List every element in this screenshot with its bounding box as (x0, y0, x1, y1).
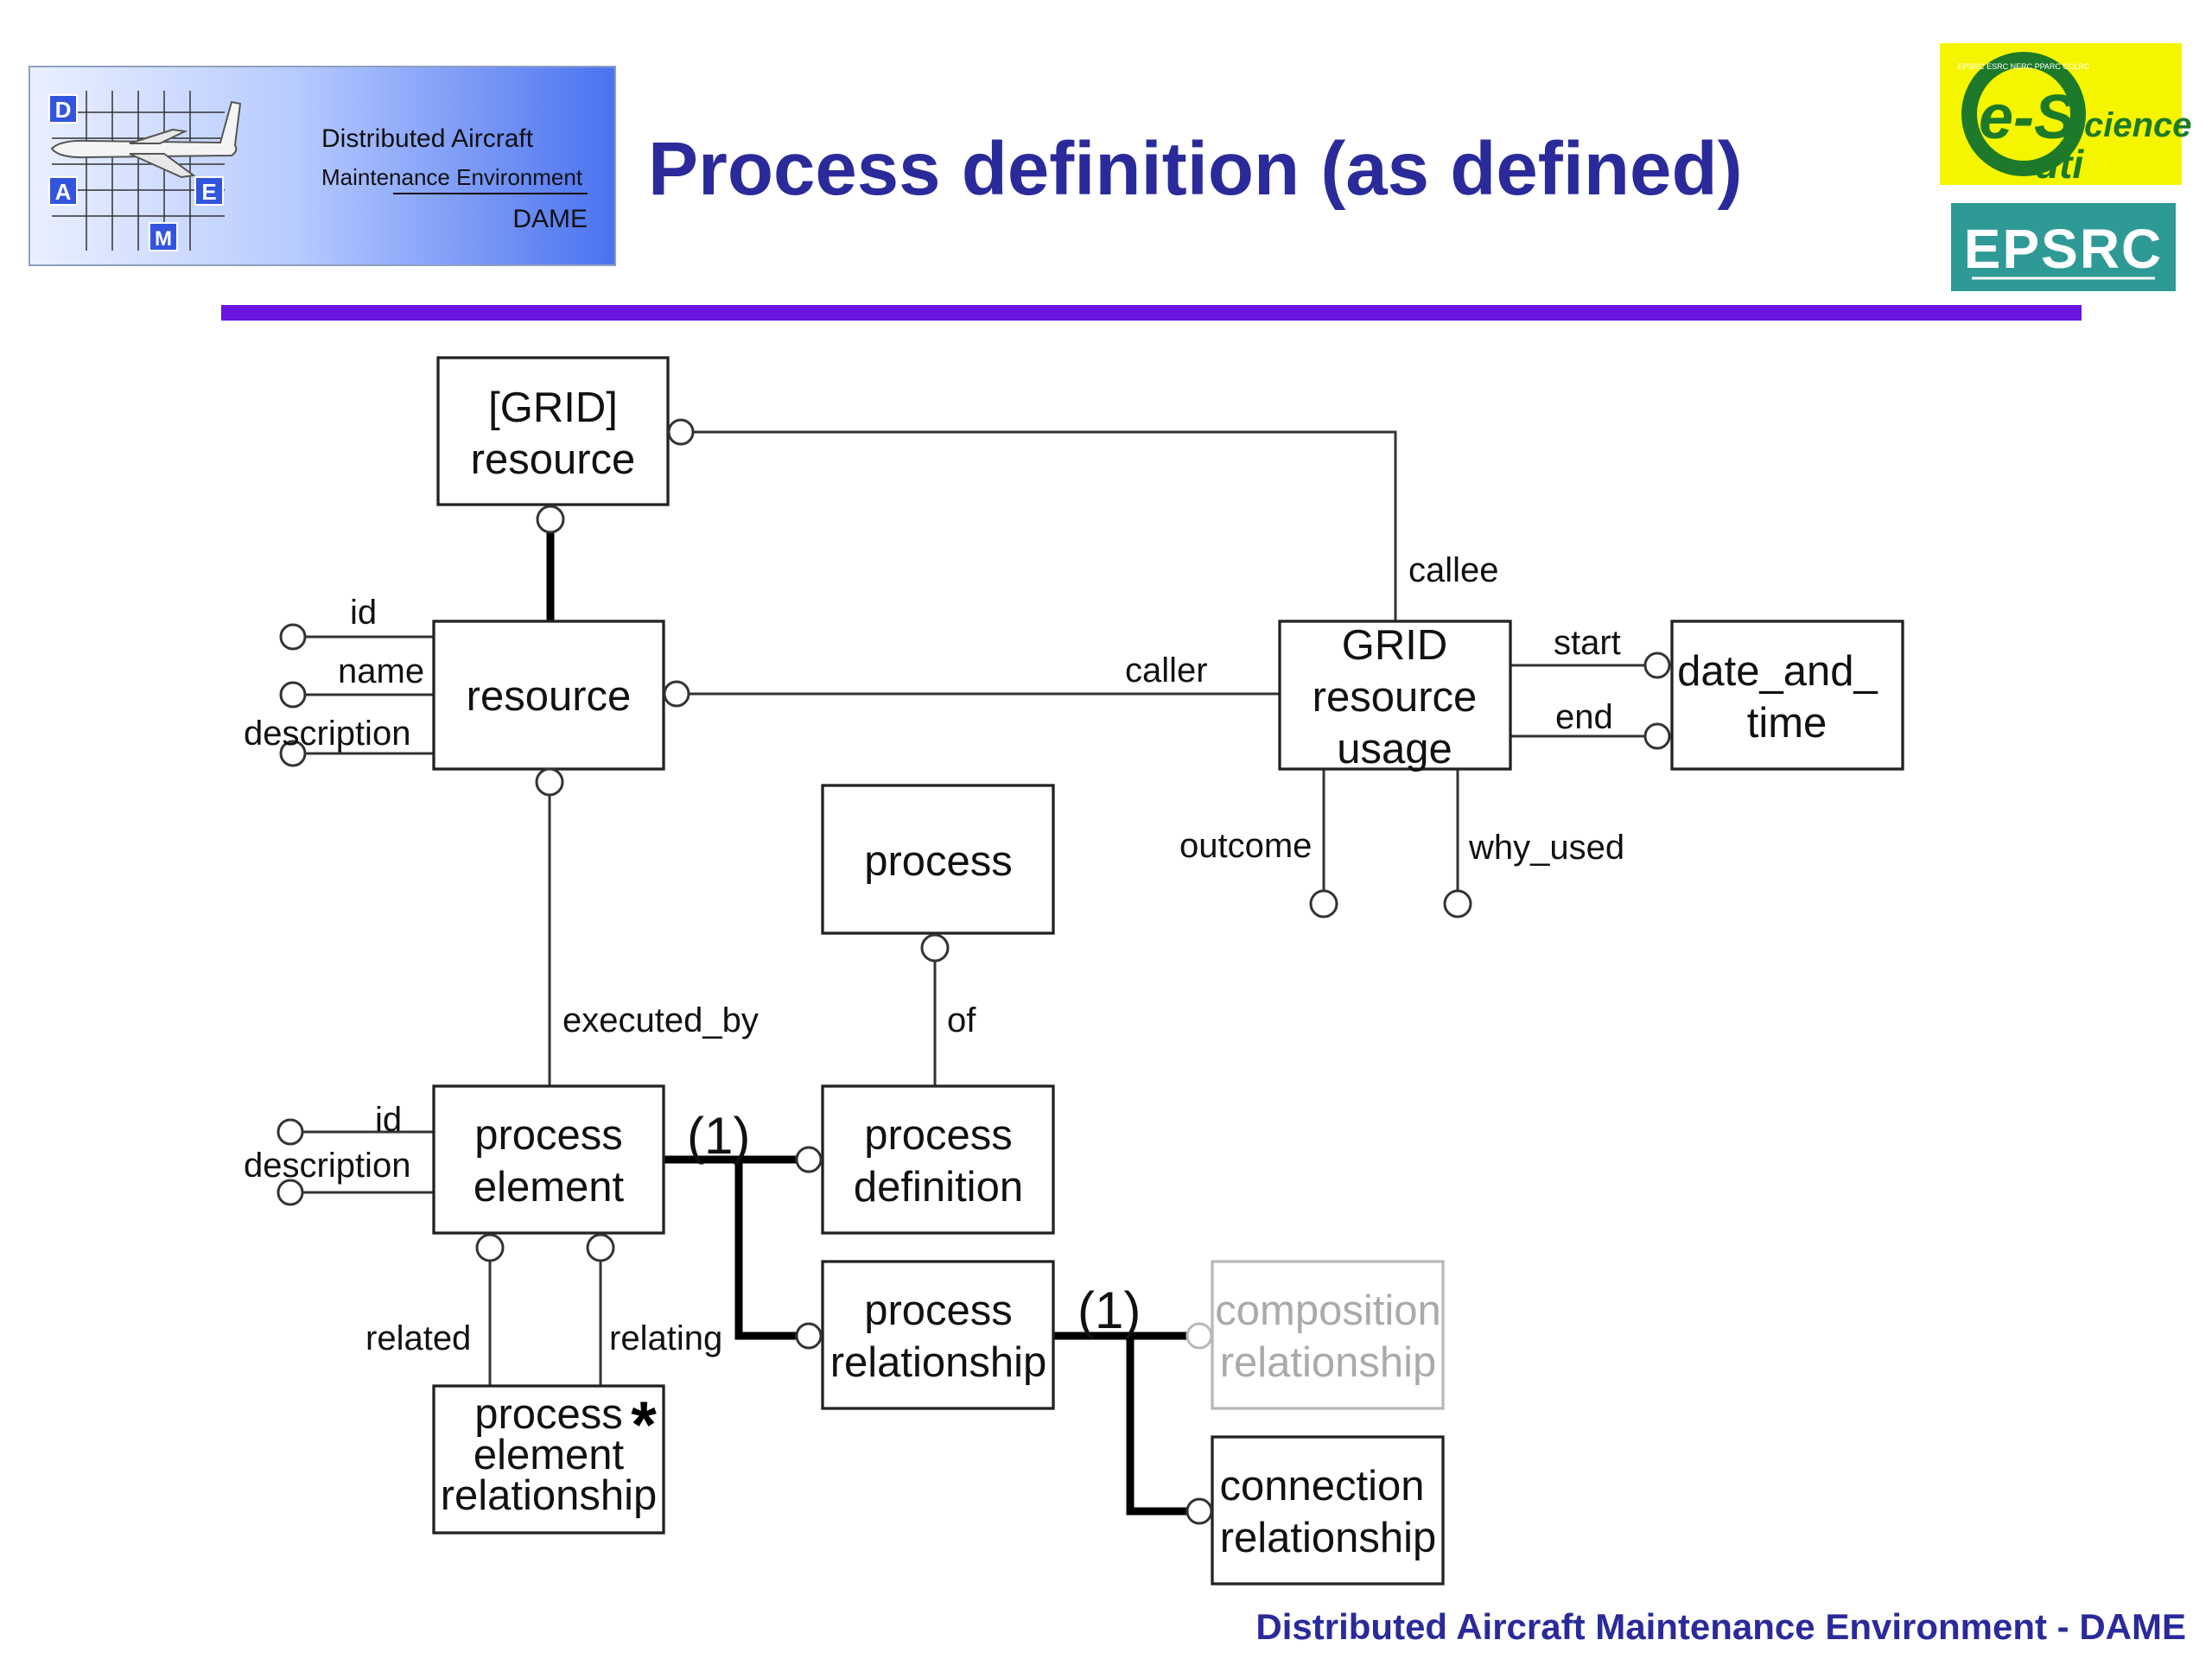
dame-letter-e: E (194, 176, 224, 206)
label-executed-by: executed_by (563, 1001, 759, 1039)
label-pe-description: description (244, 1147, 410, 1185)
svg-text:D: D (55, 97, 72, 123)
svg-text:E: E (201, 179, 216, 205)
label-resource-description: description (244, 715, 410, 753)
circle-composition-in (1185, 1322, 1213, 1350)
svg-text:date_and_: date_and_ (1677, 648, 1878, 695)
svg-text:resource: resource (471, 436, 636, 483)
circle-pe-related (475, 1233, 505, 1262)
svg-text:time: time (1747, 700, 1827, 747)
svg-text:process: process (474, 1391, 623, 1438)
label-of: of (947, 1001, 976, 1039)
label-end: end (1555, 698, 1613, 736)
svg-text:element: element (474, 1432, 625, 1478)
circle-process-relationship-in (795, 1322, 823, 1350)
svg-text:[GRID]: [GRID] (488, 385, 618, 431)
circle-usage-why-used (1443, 889, 1472, 918)
label-pe-id: id (375, 1101, 402, 1139)
epsrc-logo: EPSRC (1951, 203, 2176, 291)
relationship-labels: callee caller start end outcome why_used… (244, 551, 1624, 1357)
title-rule (221, 305, 2082, 321)
dame-grid-graphic (52, 91, 225, 251)
entity-process-relationship: process relationship (821, 1260, 1055, 1410)
dame-letter-d: D (48, 94, 78, 124)
label-resource-name: name (338, 652, 424, 690)
label-relating: relating (609, 1319, 722, 1357)
svg-text:process: process (474, 1112, 623, 1159)
circle-pe-id (276, 1118, 304, 1146)
entity-resource: resource (432, 620, 665, 771)
circle-resource-name (279, 681, 307, 709)
attribute-circles (276, 418, 1671, 1525)
escience-logo-big: e-S (1979, 83, 2075, 152)
svg-text:relationship: relationship (1220, 1515, 1437, 1561)
circle-process-definition-in (795, 1146, 823, 1173)
svg-text:A: A (55, 179, 72, 205)
circle-resource-description (279, 740, 307, 767)
svg-text:process: process (864, 1287, 1013, 1334)
entity-process-element: process element (432, 1084, 665, 1235)
circle-resource-id (279, 623, 307, 651)
dame-letter-a: A (48, 176, 78, 206)
circle-resource-executed-by (535, 767, 564, 797)
circle-usage-start (1643, 652, 1671, 679)
dame-logo-line3: DAME (512, 205, 588, 233)
circle-grid-resource-callee (667, 418, 695, 446)
svg-text:element: element (474, 1164, 625, 1211)
entity-connection-relationship: connection relationship (1211, 1435, 1445, 1586)
entity-process-definition: process definition (821, 1084, 1055, 1235)
entity-process: process (821, 784, 1055, 935)
svg-text:relationship: relationship (830, 1339, 1047, 1386)
escience-logo-ring: EPSRC ESRC NERC PPARC CCLRC (1958, 62, 2090, 71)
entity-date-and-time: date_and_ time (1670, 620, 1904, 771)
svg-text:definition: definition (854, 1164, 1023, 1211)
circle-process-of (920, 933, 950, 963)
svg-text:GRID: GRID (1342, 622, 1448, 669)
svg-text:process: process (864, 838, 1013, 885)
escience-logo-rest: cience (2084, 106, 2192, 144)
label-resource-id: id (350, 594, 377, 632)
dame-logo: D A E M Distributed Aircraft Maintenance… (29, 66, 616, 266)
label-why-used: why_used (1468, 829, 1624, 867)
svg-text:resource: resource (467, 673, 632, 720)
circle-pe-description (276, 1179, 304, 1206)
epsrc-logo-text: EPSRC (1964, 218, 2164, 280)
dame-logo-line1: Distributed Aircraft (321, 124, 534, 153)
escience-logo: EPSRC ESRC NERC PPARC CCLRC e-S cience d… (1940, 43, 2192, 187)
svg-text:relationship: relationship (441, 1472, 658, 1519)
diagram-lines (290, 430, 1646, 1516)
entity-composition-relationship: composition relationship (1211, 1260, 1445, 1410)
circle-usage-end (1643, 722, 1671, 750)
label-outcome: outcome (1179, 827, 1312, 865)
label-related: related (365, 1319, 471, 1357)
circle-grid-resource-bottom (536, 505, 565, 534)
svg-text:process: process (864, 1112, 1013, 1159)
entity-grid-resource-usage: GRID resource usage (1278, 620, 1512, 772)
circle-pe-relating (586, 1233, 615, 1262)
svg-text:connection: connection (1219, 1463, 1424, 1510)
escience-logo-sub: dti (2035, 142, 2084, 187)
label-caller: caller (1125, 652, 1208, 690)
label-callee: callee (1408, 551, 1499, 589)
label-start: start (1554, 624, 1621, 662)
dame-letter-m: M (149, 222, 178, 251)
circle-resource-caller (663, 680, 690, 708)
svg-text:relationship: relationship (1220, 1339, 1437, 1386)
label-cardinality-1a: (1) (687, 1107, 750, 1165)
page-title: Process definition (as defined) (648, 127, 1743, 211)
circle-usage-outcome (1309, 889, 1338, 918)
svg-text:composition: composition (1215, 1287, 1440, 1334)
airplane-icon (50, 100, 242, 179)
star-marker: * (631, 1389, 657, 1462)
dame-logo-line2: Maintenance Environment (321, 164, 583, 190)
svg-text:resource: resource (1313, 674, 1478, 721)
circle-connection-in (1185, 1497, 1213, 1525)
svg-text:usage: usage (1337, 726, 1452, 772)
footer-text: Distributed Aircraft Maintenance Environ… (1255, 1606, 2186, 1647)
label-cardinality-1b: (1) (1077, 1281, 1141, 1339)
entity-process-element-relationship: process element relationship * (432, 1384, 665, 1535)
entity-grid-resource: [GRID] resource (436, 356, 670, 506)
svg-text:M: M (155, 227, 172, 251)
